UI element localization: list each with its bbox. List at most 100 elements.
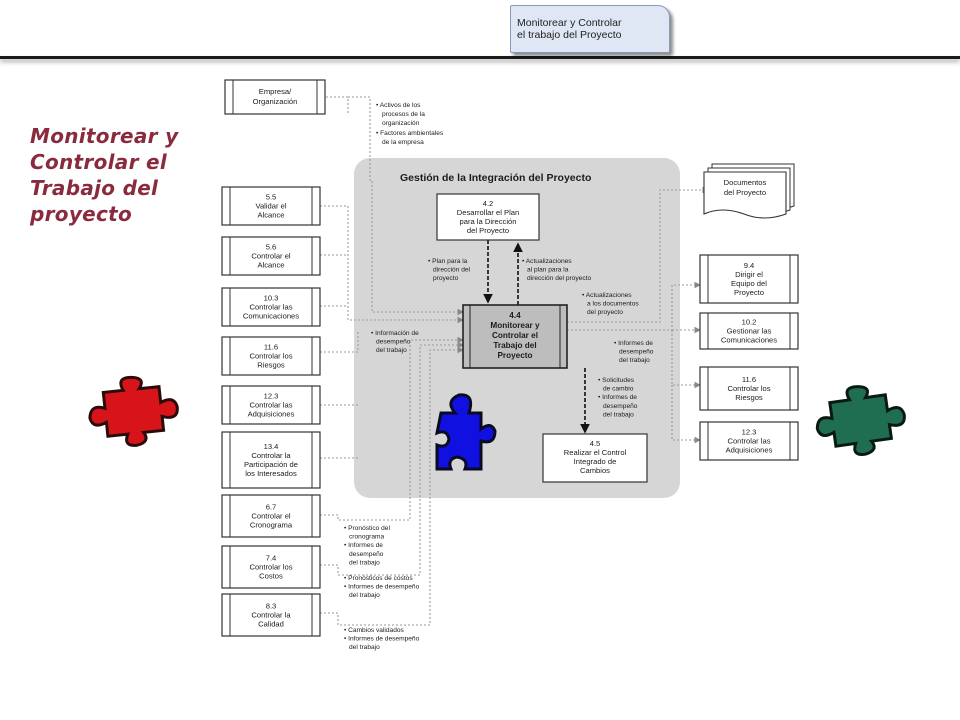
slide-title-line-4: proyecto bbox=[30, 202, 133, 226]
note-work-reports-out: del trabajo bbox=[619, 357, 650, 364]
note-change-requests: • Informes de bbox=[598, 394, 637, 401]
note-costs: del trabajo bbox=[349, 592, 380, 599]
note-schedule: del trabajo bbox=[349, 559, 380, 566]
input-box-6-label: Participación de bbox=[244, 460, 298, 469]
note-costs: • Informes de desempeño bbox=[344, 584, 420, 591]
slide-title-line-3: Trabajo del bbox=[30, 176, 159, 200]
enterprise-label-2: Organización bbox=[253, 97, 298, 106]
input-box-9-label: Calidad bbox=[258, 620, 284, 629]
note-work-reports-out: desempeño bbox=[619, 349, 654, 356]
enterprise-note-4: • Factores ambientales bbox=[376, 130, 444, 137]
input-box-9-label: Controlar la bbox=[251, 611, 291, 620]
note-quality: • Cambios validados bbox=[344, 627, 405, 634]
header-tab[interactable]: Monitorear y Controlar el trabajo del Pr… bbox=[510, 5, 670, 53]
input-box-8-label: 7.4 bbox=[266, 554, 277, 563]
note-change-requests: desempeño bbox=[603, 403, 638, 410]
note-schedule: • Informes de bbox=[344, 542, 383, 549]
note-schedule: cronograma bbox=[349, 534, 385, 541]
output-box-3-label: 11.6 bbox=[742, 375, 756, 384]
slide-title: Monitorear y Controlar el Trabajo del pr… bbox=[30, 123, 220, 227]
p42-l4: del Proyecto bbox=[467, 226, 509, 235]
solid-connectors bbox=[483, 240, 590, 434]
output-box-4-label: Controlar las bbox=[727, 437, 770, 446]
slide-title-line-2: Controlar el bbox=[30, 150, 168, 174]
input-box-4-label: 11.6 bbox=[264, 343, 278, 352]
note-change-requests: del trabajo bbox=[603, 411, 634, 418]
p44-l5: Proyecto bbox=[497, 351, 532, 360]
docs-l2: del Proyecto bbox=[724, 188, 766, 197]
input-box-7-label: 6.7 bbox=[266, 503, 277, 512]
p45-l2: Realizar el Control bbox=[564, 448, 627, 457]
input-box-1-label: 5.5 bbox=[266, 193, 277, 202]
note-plan-dir: proyecto bbox=[433, 275, 459, 282]
input-box-4-label: Controlar los bbox=[249, 352, 292, 361]
output-box-3-label: Controlar los bbox=[727, 384, 770, 393]
output-box-3-label: Riesgos bbox=[735, 393, 763, 402]
output-box-2-label: 10.2 bbox=[742, 318, 757, 327]
output-box-1-label: Equipo del bbox=[731, 279, 767, 288]
note-work-info: del trabajo bbox=[376, 347, 407, 354]
p44-l1: 4.4 bbox=[509, 311, 521, 320]
p45-l1: 4.5 bbox=[590, 439, 601, 448]
note-plan-updates: dirección del proyecto bbox=[527, 275, 591, 282]
p42-l1: 4.2 bbox=[483, 199, 494, 208]
p44-l2: Monitorear y bbox=[490, 321, 540, 330]
input-box-6-label: 13.4 bbox=[264, 442, 279, 451]
input-box-2-label: Alcance bbox=[257, 261, 284, 270]
note-doc-updates: • Actualizaciones bbox=[582, 292, 632, 299]
red-puzzle-icon bbox=[88, 375, 179, 447]
process-4-4: 4.4 Monitorear y Controlar el Trabajo de… bbox=[462, 304, 568, 369]
p44-l3: Controlar el bbox=[492, 331, 538, 340]
input-box-1-label: Alcance bbox=[257, 211, 284, 220]
output-box-2-label: Gestionar las bbox=[727, 327, 772, 336]
note-plan-updates: al plan para la bbox=[527, 267, 569, 274]
input-box-9-label: 8.3 bbox=[266, 602, 277, 611]
input-box-7-label: Cronograma bbox=[250, 521, 293, 530]
input-box-5-label: Controlar las bbox=[249, 401, 292, 410]
output-box-4-label: 12.3 bbox=[742, 428, 757, 437]
docs-l1: Documentos bbox=[724, 178, 767, 187]
note-quality: del trabajo bbox=[349, 644, 380, 651]
output-box-1-label: 9.4 bbox=[744, 261, 755, 270]
slide-title-line-1: Monitorear y bbox=[30, 124, 179, 148]
header-rule bbox=[0, 56, 960, 59]
blue-puzzle-icon bbox=[434, 393, 497, 471]
process-4-2: 4.2 Desarrollar el Plan para la Direcció… bbox=[436, 193, 540, 241]
input-box-1-label: Validar el bbox=[255, 202, 286, 211]
p42-l2: Desarrollar el Plan bbox=[457, 208, 519, 217]
enterprise-note-3: organización bbox=[382, 120, 420, 127]
input-box-6-label: Controlar la bbox=[251, 451, 291, 460]
note-doc-updates: a los documentos bbox=[587, 301, 639, 308]
input-box-5-label: Adquisiciones bbox=[248, 410, 295, 419]
input-box-8-label: Controlar los bbox=[249, 563, 292, 572]
output-box-2-label: Comunicaciones bbox=[721, 336, 777, 345]
input-box-6-label: los Interesados bbox=[245, 469, 297, 478]
p45-l4: Cambios bbox=[580, 466, 610, 475]
input-box-4-label: Riesgos bbox=[257, 361, 285, 370]
output-box-1-label: Dirigir el bbox=[735, 270, 763, 279]
input-box-2-label: 5.6 bbox=[266, 243, 277, 252]
process-4-5: 4.5 Realizar el Control Integrado de Cam… bbox=[542, 433, 648, 483]
p45-l3: Integrado de bbox=[574, 457, 617, 466]
header-tab-line-2: el trabajo del Proyecto bbox=[517, 29, 622, 41]
note-doc-updates: del proyecto bbox=[587, 309, 623, 316]
note-work-info: desempeño bbox=[376, 339, 411, 346]
enterprise-note-1: • Activos de los bbox=[376, 102, 421, 109]
output-box-1-label: Proyecto bbox=[734, 288, 764, 297]
input-box-3-label: Controlar las bbox=[249, 303, 292, 312]
note-plan-dir: • Plan para la bbox=[428, 258, 468, 265]
input-box-8-label: Costos bbox=[259, 572, 283, 581]
note-schedule: desempeño bbox=[349, 551, 384, 558]
enterprise-label-1: Empresa/ bbox=[259, 87, 292, 96]
